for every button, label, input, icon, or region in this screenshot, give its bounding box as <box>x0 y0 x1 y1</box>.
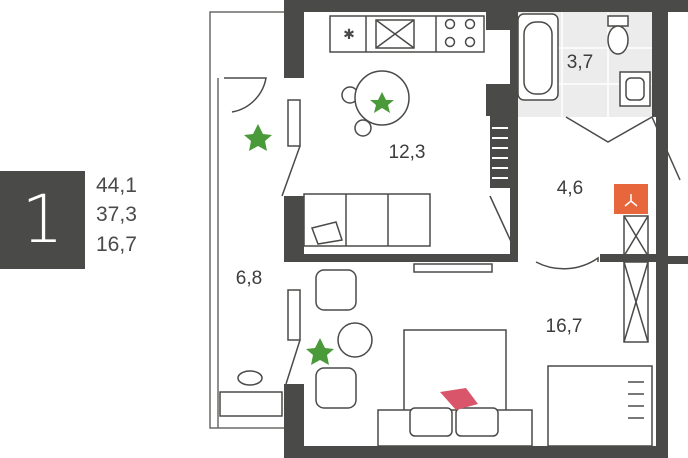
balcony-desk <box>219 391 283 417</box>
sofa <box>303 193 431 247</box>
hall-area-label: 4,6 <box>557 178 583 199</box>
entrance-door <box>651 116 681 181</box>
balcony-door-top <box>224 77 267 113</box>
coffee-table <box>337 322 373 358</box>
kitchen-door <box>489 195 515 249</box>
kitchen-balcony-door <box>281 145 301 197</box>
bedroom-door <box>535 256 599 270</box>
total-area: 44,1 <box>96 174 137 197</box>
toilet-tank <box>607 15 629 27</box>
bedroom-area-label: 16,7 <box>546 316 583 337</box>
tv-stand <box>413 263 493 273</box>
bedroom-balcony-door <box>285 339 301 385</box>
hall-wardrobe <box>623 215 649 343</box>
bedroom-furniture <box>219 263 653 447</box>
balcony-area-label: 6,8 <box>236 268 262 289</box>
balcony-outline <box>209 11 284 429</box>
bathroom-fixtures <box>517 13 651 107</box>
armchair <box>315 269 357 311</box>
walls <box>284 0 688 458</box>
kitchen-area-label: 12,3 <box>389 142 426 163</box>
room-count: 1 <box>21 181 64 258</box>
windows <box>287 99 301 341</box>
hangers <box>628 381 644 419</box>
headboard-shelf <box>377 409 533 447</box>
kitchen-counter <box>329 15 485 53</box>
armchair-2 <box>315 367 357 409</box>
living-area: 37,3 <box>96 203 137 226</box>
bathroom-door <box>565 116 653 143</box>
kitchen-area: 16,7 <box>96 233 137 256</box>
snowflake-icon: ✱ <box>343 26 355 42</box>
plant-icon <box>244 92 394 365</box>
vent-shaft <box>492 127 508 179</box>
desk-chair <box>237 370 263 386</box>
panel-icon <box>624 194 638 207</box>
toilet-bowl <box>607 25 629 55</box>
bathroom-area-label: 3,7 <box>567 52 593 73</box>
room-count-badge <box>0 171 85 269</box>
door-swings <box>224 77 681 385</box>
pillow <box>440 388 478 410</box>
